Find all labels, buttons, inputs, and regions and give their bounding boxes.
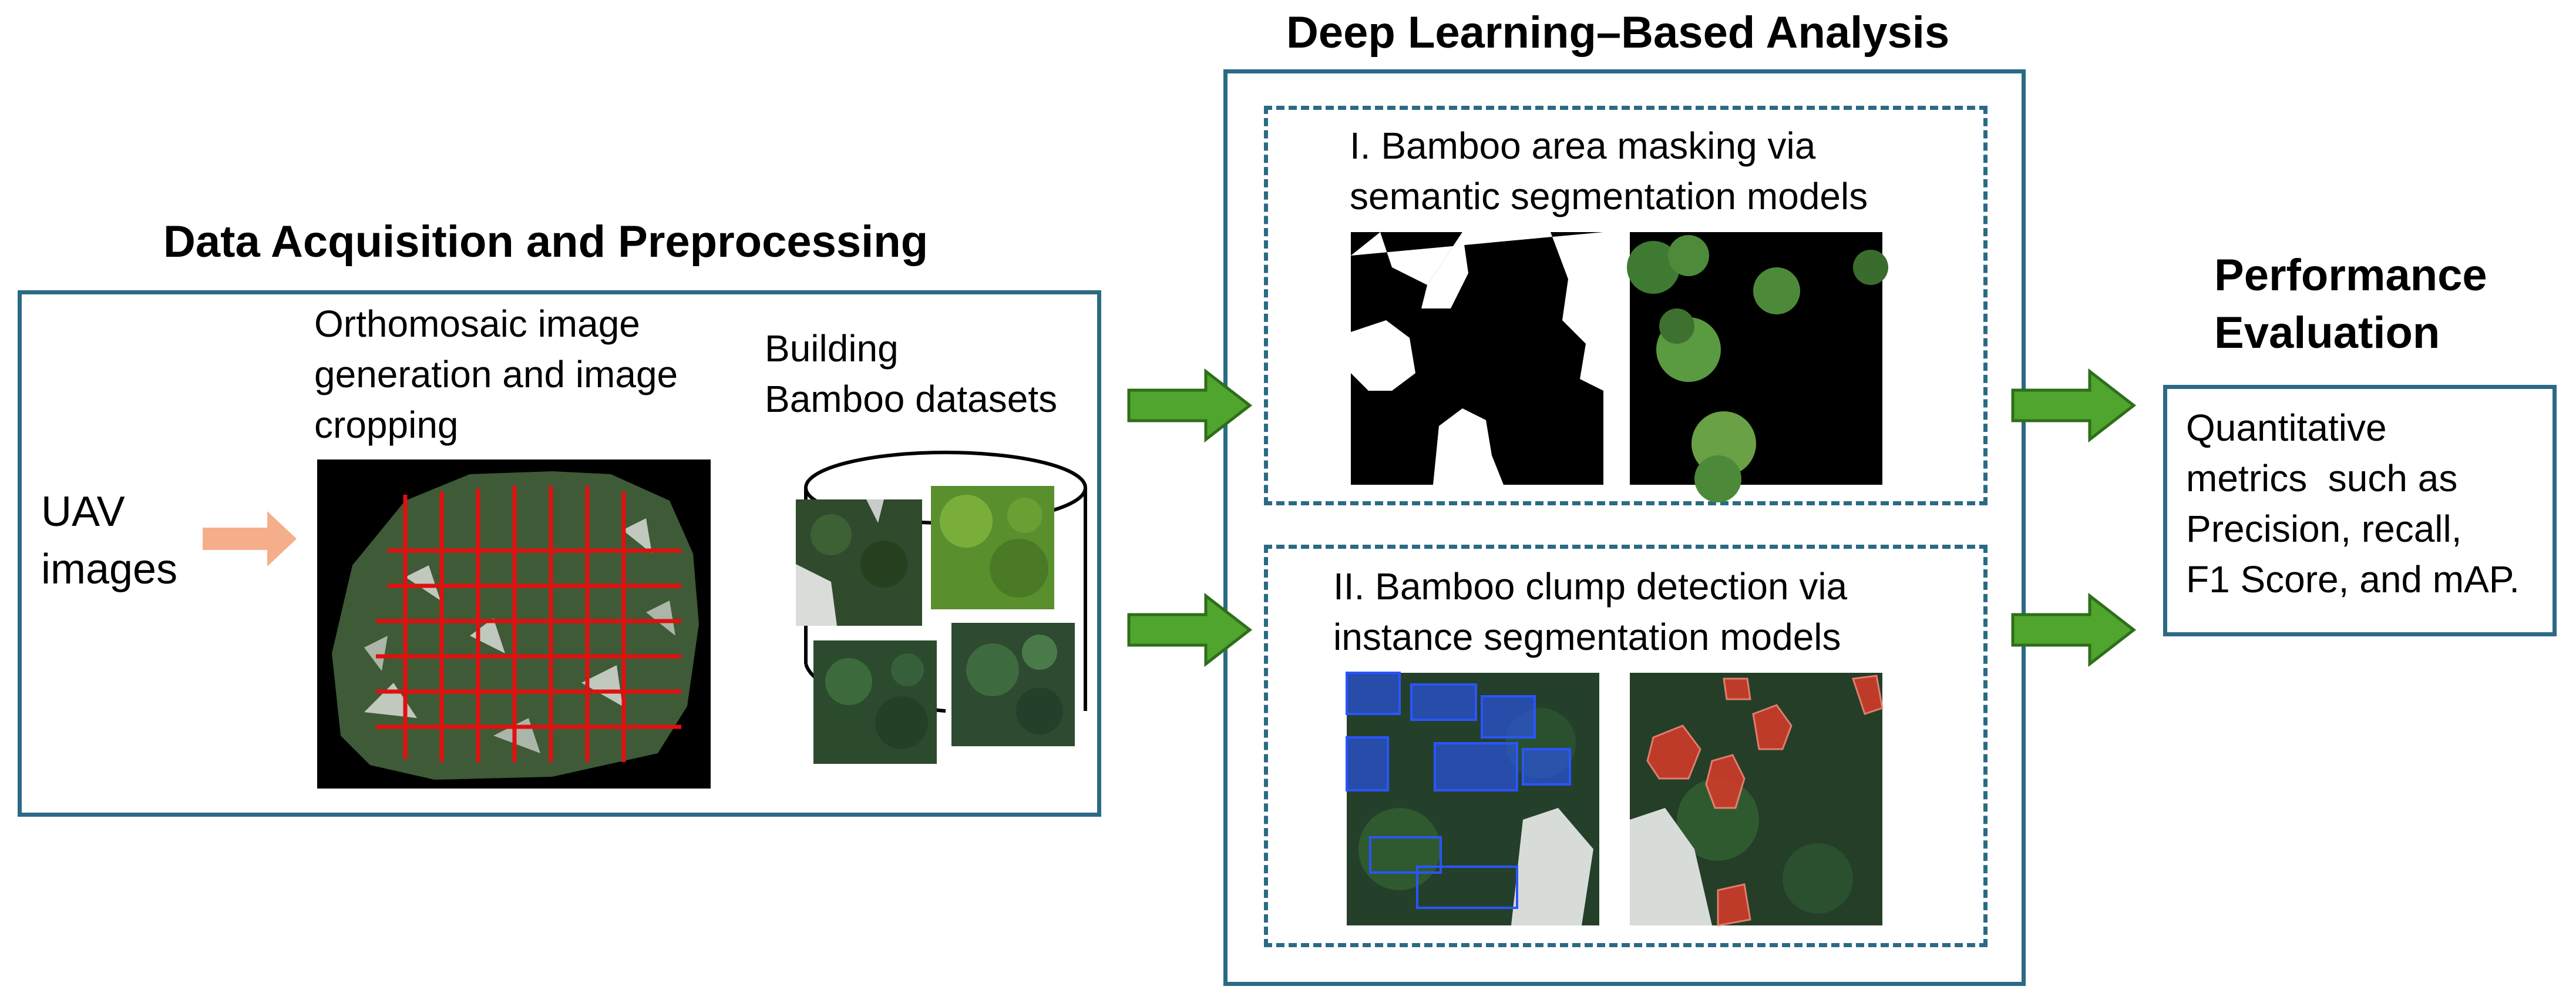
stage2-label: II. Bamboo clump detection via instance … bbox=[1333, 561, 1847, 662]
right-title-line1: Performance bbox=[2214, 250, 2487, 300]
dataset-label: Building Bamboo datasets bbox=[765, 323, 1057, 424]
metrics-line2: metrics such as bbox=[2186, 457, 2458, 499]
crop-grid bbox=[376, 486, 681, 762]
detection-output-image bbox=[1346, 672, 1599, 925]
dataset-label-line2: Bamboo datasets bbox=[765, 378, 1058, 420]
right-title-line2: Evaluation bbox=[2214, 308, 2440, 358]
dataset-tile-3 bbox=[813, 640, 937, 764]
orthomosaic-label: Orthomosaic image generation and image c… bbox=[314, 298, 678, 450]
stage1-frame bbox=[1264, 106, 1988, 505]
stage2-frame bbox=[1264, 545, 1988, 947]
dataset-tile-2 bbox=[931, 486, 1054, 609]
metrics-line4: F1 Score, and mAP. bbox=[2186, 558, 2520, 601]
middle-section-frame bbox=[1223, 69, 2026, 986]
dataset-tile-1 bbox=[796, 499, 922, 626]
metrics-line1: Quantitative bbox=[2186, 407, 2387, 449]
ortho-label-line1: Orthomosaic image bbox=[314, 303, 640, 345]
instance-output-image bbox=[1630, 673, 1884, 927]
left-section-title: Data Acquisition and Preprocessing bbox=[163, 217, 929, 267]
masked-bamboo-image bbox=[1627, 232, 1888, 502]
flow-arrow-from-stage1 bbox=[2011, 368, 2137, 443]
ortho-label-line3: cropping bbox=[314, 404, 459, 446]
input-arrow bbox=[203, 511, 297, 566]
metrics-text: Quantitative metrics such as Precision, … bbox=[2186, 402, 2520, 605]
flow-arrow-to-stage2 bbox=[1127, 592, 1253, 667]
stage1-label-line1: I. Bamboo area masking via bbox=[1350, 125, 1816, 167]
stage1-label-line2: semantic segmentation models bbox=[1350, 175, 1868, 217]
semantic-mask-image bbox=[1351, 232, 1603, 485]
flow-arrow-from-stage2 bbox=[2011, 592, 2137, 667]
uav-label-line1: UAV bbox=[41, 488, 125, 535]
metrics-line3: Precision, recall, bbox=[2186, 508, 2462, 550]
right-section-title: Performance Evaluation bbox=[2214, 247, 2487, 362]
flow-arrow-to-stage1 bbox=[1127, 368, 1253, 443]
uav-label-line2: images bbox=[41, 546, 178, 593]
dataset-label-line1: Building bbox=[765, 327, 899, 370]
stage1-label: I. Bamboo area masking via semantic segm… bbox=[1350, 120, 1868, 222]
metrics-frame bbox=[2163, 385, 2557, 636]
uav-images-label: UAV images bbox=[41, 483, 177, 598]
orthomosaic-image bbox=[317, 459, 711, 789]
middle-section-title: Deep Learning–Based Analysis bbox=[1286, 8, 1950, 58]
stage2-label-line2: instance segmentation models bbox=[1333, 616, 1841, 658]
ortho-label-line2: generation and image bbox=[314, 353, 678, 395]
stage2-label-line1: II. Bamboo clump detection via bbox=[1333, 565, 1848, 608]
dataset-tile-4 bbox=[951, 623, 1075, 746]
left-section-frame bbox=[18, 290, 1101, 817]
